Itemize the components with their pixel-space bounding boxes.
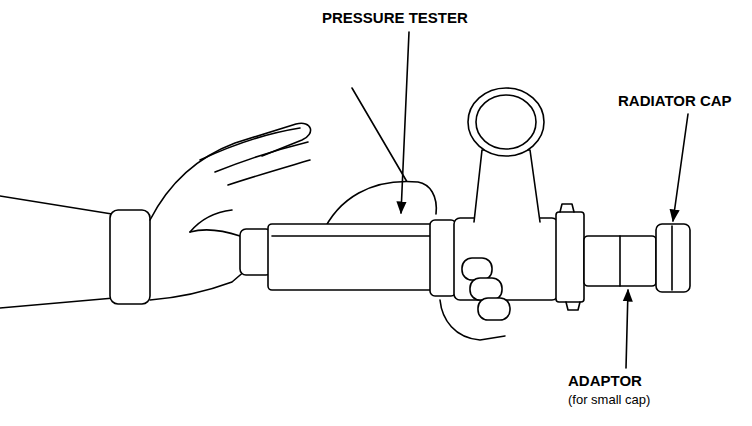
right-finger — [462, 258, 492, 280]
part-label: ADAPTOR — [568, 373, 642, 390]
leader-line — [626, 290, 628, 368]
finger-line — [200, 128, 310, 185]
leader-line — [401, 32, 409, 213]
right-finger — [470, 278, 502, 300]
flange-tooth — [560, 204, 580, 310]
part-label: PRESSURE TESTER — [322, 10, 468, 27]
tester-cylinder — [268, 224, 434, 290]
right-finger — [478, 298, 510, 320]
right-hand — [440, 300, 505, 340]
adaptor-seam — [619, 236, 621, 286]
gauge-face — [476, 95, 536, 149]
adaptor-body — [584, 236, 656, 286]
cylinder-ring — [430, 220, 456, 296]
sleeve-cuff — [110, 210, 150, 304]
arm-outline — [0, 196, 112, 214]
gauge-stem — [474, 150, 540, 222]
cap-edge — [671, 226, 673, 290]
coupling-flange — [556, 212, 584, 302]
gauge-body — [468, 88, 544, 156]
thumb-line — [190, 210, 232, 232]
cylinder-highlight — [272, 235, 430, 237]
arm-outline — [0, 298, 114, 308]
tester-housing — [454, 218, 558, 300]
note-label: (for small cap) — [568, 393, 650, 407]
part-label: RADIATOR CAP — [618, 93, 732, 110]
radiator-cap — [656, 224, 690, 292]
leader-line — [673, 114, 688, 221]
